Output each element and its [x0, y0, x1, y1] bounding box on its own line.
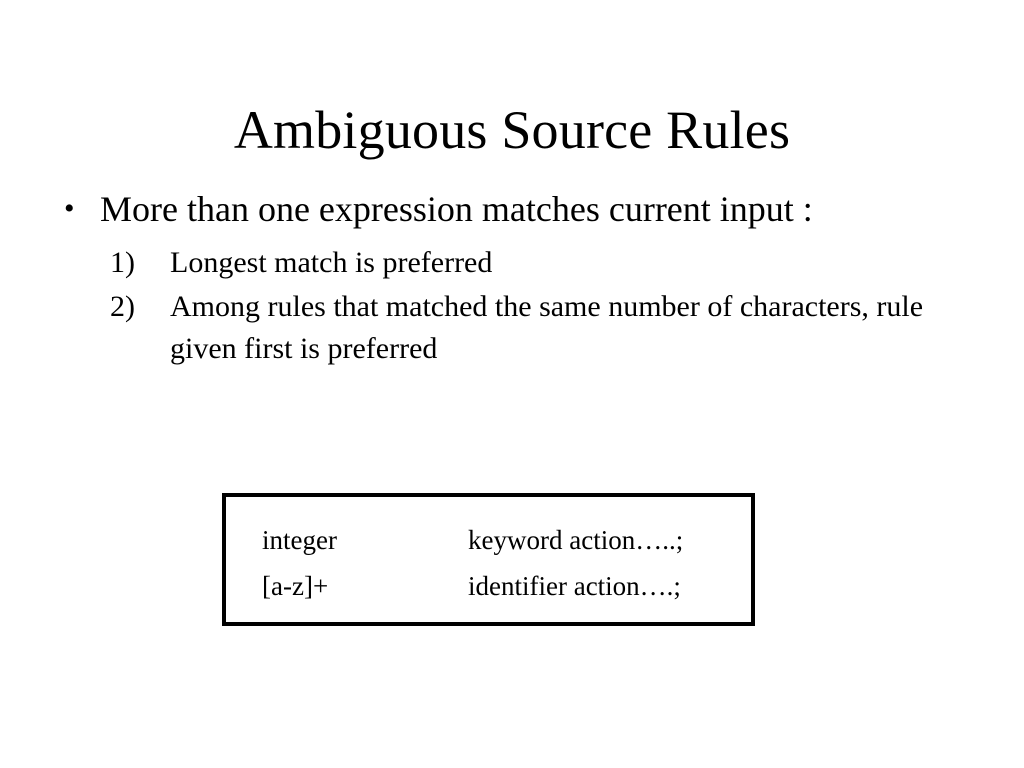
bullet-item-label: More than one expression matches current… — [100, 189, 813, 229]
bullet-dot-icon: • — [64, 192, 75, 225]
list-item-label: Longest match is preferred — [170, 246, 493, 279]
code-pattern: integer — [262, 525, 337, 555]
code-pattern: [a-z]+ — [262, 571, 329, 601]
list-item-number: 1) — [110, 246, 135, 279]
list-item: 1) Longest match is preferred — [110, 242, 952, 284]
code-action: identifier action….; — [468, 571, 681, 601]
slide-body: • More than one expression matches curre… — [52, 186, 952, 372]
list-item-number: 2) — [110, 290, 135, 323]
bullet-item: • More than one expression matches curre… — [52, 186, 940, 232]
page-title: Ambiguous Source Rules — [233, 100, 791, 161]
code-action: keyword action…..; — [468, 525, 684, 555]
list-item-label: Among rules that matched the same number… — [170, 290, 924, 365]
list-item: 2) Among rules that matched the same num… — [110, 286, 952, 370]
numbered-list: 1) Longest match is preferred 2) Among r… — [52, 242, 952, 370]
code-example-box: integer keyword action…..; [a-z]+ identi… — [222, 493, 755, 626]
